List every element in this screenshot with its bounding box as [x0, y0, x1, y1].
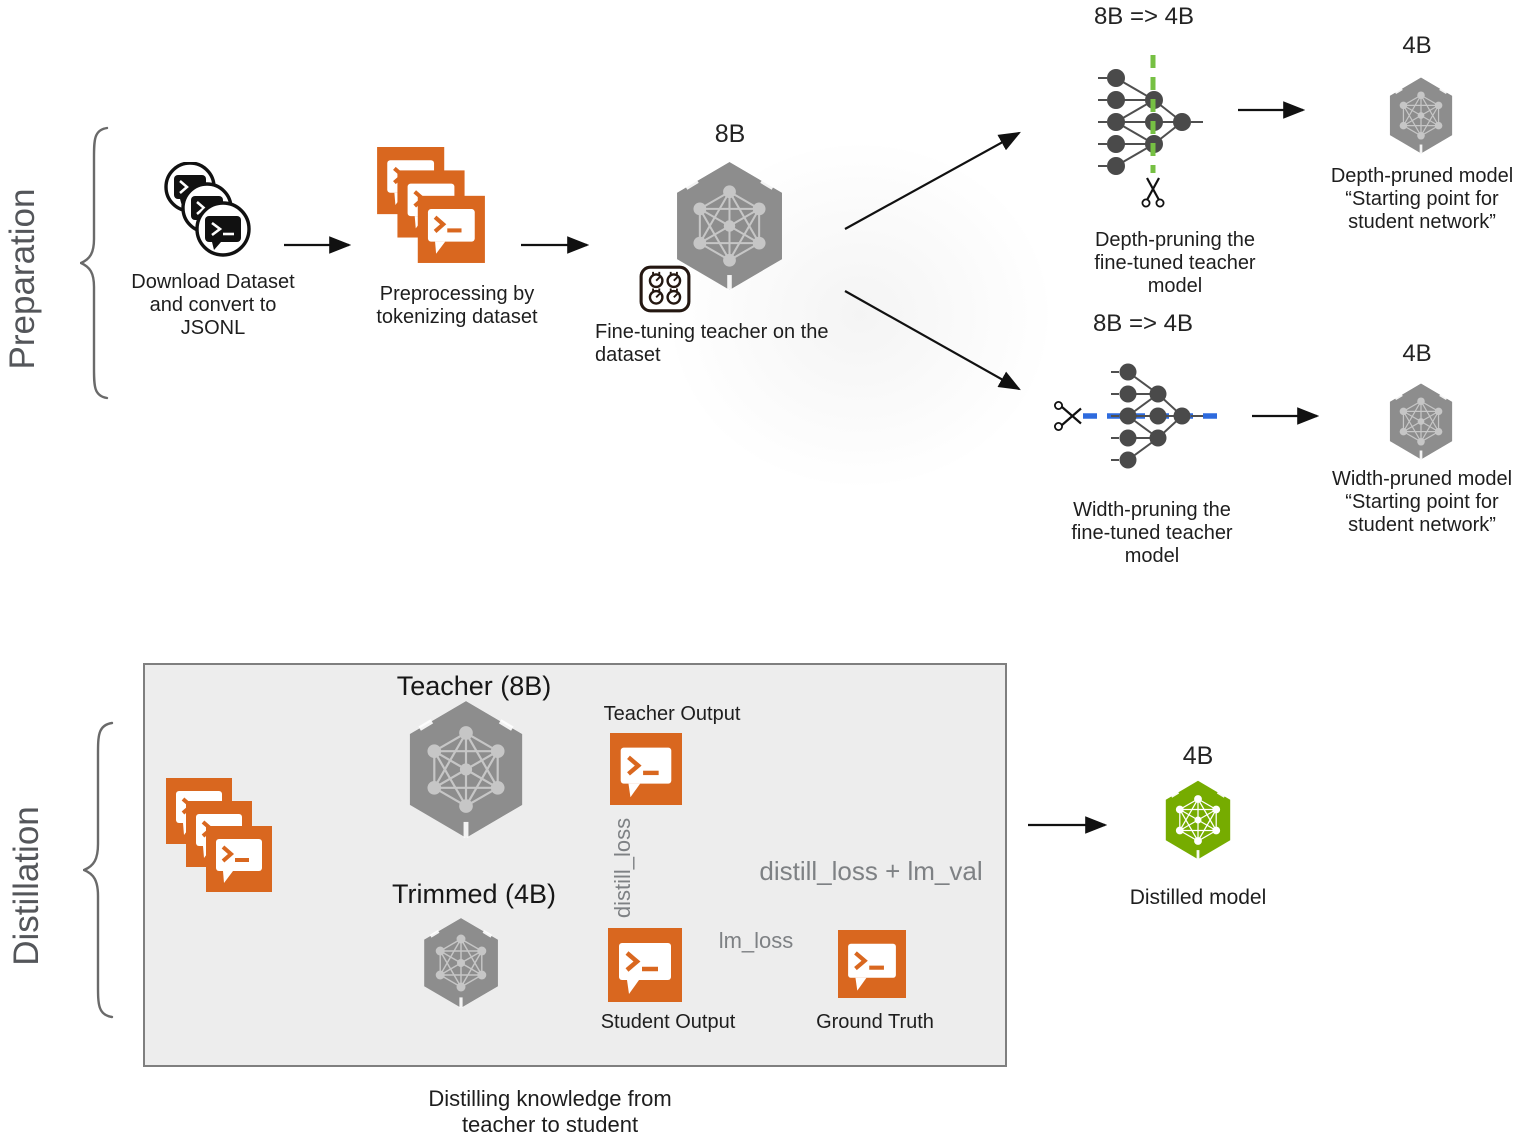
trimmed-title: Trimmed (4B)	[391, 879, 556, 909]
depth-pruning-title: 8B => 4B	[1093, 3, 1195, 30]
width-pruning-caption: Width-pruning the fine-tuned teacher mod…	[1071, 499, 1233, 567]
preparation-arrows	[284, 101, 1320, 834]
scissors-icon	[1141, 177, 1165, 208]
arrow-teacher-to-width-pruning	[844, 290, 1021, 391]
distill-loss-label: distill_loss	[610, 817, 635, 919]
distilled-size-label: 4B	[1182, 742, 1214, 770]
width-result-caption: Width-pruned model “Starting point for s…	[1331, 468, 1513, 536]
teacher-title: Teacher (8B)	[396, 671, 552, 701]
preparation-brace	[80, 126, 109, 400]
depth-result-caption: Depth-pruned model “Starting point for s…	[1330, 165, 1514, 233]
width-pruning-network	[1053, 363, 1223, 469]
trimmed-hexagon-icon	[422, 917, 500, 1009]
width-pruning-title: 8B => 4B	[1092, 310, 1194, 337]
teacher-hexagon-icon	[405, 700, 527, 839]
fine-tune-caption: Fine-tuning teacher on the dataset	[595, 321, 829, 366]
teacher-output-icon	[610, 733, 682, 805]
background-glow	[600, 80, 1120, 550]
student-output-label: Student Output	[600, 1011, 736, 1033]
fine-tune-stove-icon	[639, 265, 691, 313]
ground-truth-icon	[838, 930, 906, 998]
depth-pruning-network	[1098, 55, 1203, 208]
distillation-section-label: Distillation	[7, 806, 46, 966]
depth-result-size-label: 4B	[1402, 32, 1432, 59]
teacher-size-label: 8B	[714, 120, 746, 148]
preparation-section-label: Preparation	[3, 188, 42, 370]
student-output-icon	[608, 928, 682, 1002]
scissors-icon	[1053, 401, 1082, 432]
lm-loss-label: lm_loss	[718, 928, 794, 953]
depth-pruning-caption: Depth-pruning the fine-tuned teacher mod…	[1094, 229, 1256, 297]
width-result-size-label: 4B	[1402, 340, 1432, 367]
distilled-model-caption: Distilled model	[1129, 886, 1267, 909]
arrow-teacher-to-depth-pruning	[844, 131, 1021, 230]
distillation-box	[143, 663, 1007, 1067]
preprocess-dataset-icon	[377, 147, 485, 265]
depth-pruned-hexagon-icon	[1388, 77, 1454, 154]
preprocess-caption: Preprocessing by tokenizing dataset	[376, 283, 538, 328]
combined-loss-label: distill_loss + lm_val	[759, 856, 983, 886]
download-dataset-icon	[164, 162, 251, 257]
distillation-box-caption: Distilling knowledge from teacher to stu…	[428, 1086, 672, 1137]
distilled-model-hexagon-icon	[1164, 780, 1232, 860]
teacher-output-label: Teacher Output	[603, 703, 741, 725]
download-dataset-caption: Download Dataset and convert to JSONL	[131, 271, 295, 339]
width-pruned-hexagon-icon	[1388, 383, 1454, 460]
ground-truth-label: Ground Truth	[816, 1011, 934, 1033]
distillation-dataset-icon	[166, 777, 272, 895]
distillation-brace	[83, 721, 114, 1019]
